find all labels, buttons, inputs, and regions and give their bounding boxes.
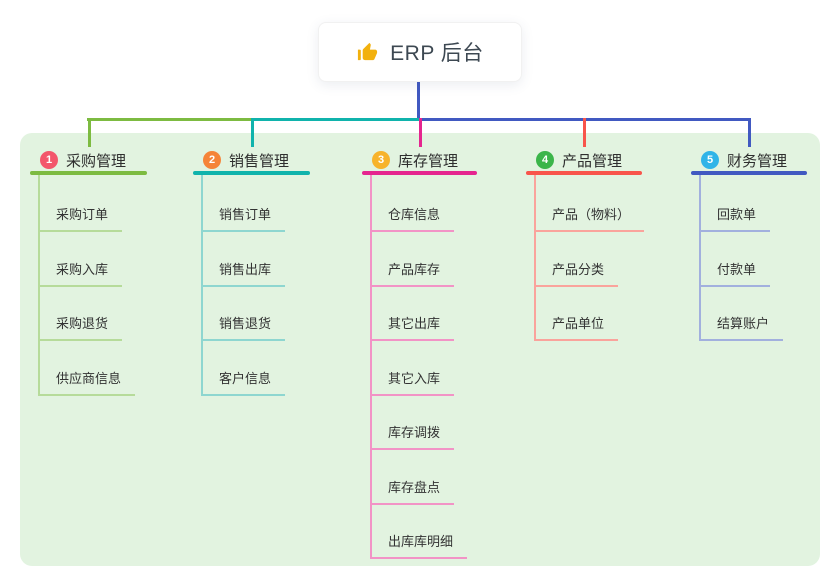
child-node-label: 销售订单 — [219, 207, 272, 222]
child-node-仓库信息[interactable]: 仓库信息 — [370, 202, 455, 232]
branch-drop-line — [87, 118, 91, 147]
branch-drop-line — [250, 118, 254, 147]
branch-title-label: 销售管理 — [229, 152, 290, 170]
branch-title-label: 产品管理 — [562, 152, 623, 170]
child-node-产品（物料）[interactable]: 产品（物料） — [534, 202, 645, 232]
child-node-label: 付款单 — [717, 261, 757, 277]
child-node-库存盘点[interactable]: 库存盘点 — [370, 475, 455, 505]
child-node-销售出库[interactable]: 销售出库 — [201, 257, 286, 287]
child-node-label: 库存盘点 — [388, 479, 441, 495]
branch-underline — [30, 171, 147, 175]
thumbs-up-icon — [358, 42, 378, 60]
child-node-label: 采购入库 — [56, 261, 109, 277]
child-node-其它入库[interactable]: 其它入库 — [370, 366, 455, 396]
branch-drop-line — [582, 118, 586, 147]
connector-bus-segment-mid — [253, 118, 419, 121]
child-node-采购订单[interactable]: 采购订单 — [38, 202, 123, 232]
child-node-销售订单[interactable]: 销售订单 — [201, 202, 286, 232]
child-node-label: 出库库明细 — [388, 534, 454, 549]
branch-underline — [362, 171, 477, 175]
branch-underline — [526, 171, 642, 175]
child-node-label: 结算账户 — [717, 316, 770, 331]
branch-title-label: 库存管理 — [398, 152, 459, 170]
branch-drop-line — [747, 118, 751, 147]
branch-node-采购管理[interactable]: 1 采购管理 — [40, 150, 126, 170]
branch-underline — [691, 171, 807, 175]
branches-panel — [20, 133, 820, 566]
branch-spine-line — [699, 175, 701, 341]
branch-node-销售管理[interactable]: 2 销售管理 — [203, 150, 289, 170]
branch-number-badge: 1 — [40, 151, 58, 169]
root-node[interactable]: ERP 后台 — [318, 22, 522, 82]
child-node-label: 产品单位 — [552, 316, 605, 331]
child-node-label: 其它出库 — [388, 316, 441, 331]
connector-bus-segment-left — [87, 118, 253, 121]
child-node-产品单位[interactable]: 产品单位 — [534, 311, 619, 341]
child-node-label: 采购订单 — [56, 207, 109, 222]
child-node-label: 产品库存 — [388, 261, 441, 277]
root-connector-line — [417, 82, 420, 121]
child-node-label: 供应商信息 — [56, 370, 122, 386]
branch-number-badge: 2 — [203, 151, 221, 169]
branch-number-badge: 5 — [701, 151, 719, 169]
child-node-销售退货[interactable]: 销售退货 — [201, 311, 286, 341]
branch-spine-line — [534, 175, 536, 341]
child-node-label: 仓库信息 — [388, 207, 441, 222]
child-node-出库库明细[interactable]: 出库库明细 — [370, 529, 468, 559]
branch-underline — [193, 171, 310, 175]
branch-node-产品管理[interactable]: 4 产品管理 — [536, 150, 622, 170]
child-node-label: 其它入库 — [388, 370, 441, 386]
child-node-label: 产品（物料） — [552, 207, 631, 222]
child-node-其它出库[interactable]: 其它出库 — [370, 311, 455, 341]
child-node-产品库存[interactable]: 产品库存 — [370, 257, 455, 287]
branch-number-badge: 4 — [536, 151, 554, 169]
child-node-采购入库[interactable]: 采购入库 — [38, 257, 123, 287]
branch-spine-line — [370, 175, 372, 559]
child-node-label: 销售退货 — [219, 316, 272, 331]
child-node-label: 库存调拨 — [388, 425, 441, 440]
child-node-label: 采购退货 — [56, 316, 109, 331]
branch-title-label: 采购管理 — [66, 152, 127, 170]
child-node-结算账户[interactable]: 结算账户 — [699, 311, 784, 341]
branch-drop-line — [418, 118, 422, 147]
child-node-客户信息[interactable]: 客户信息 — [201, 366, 286, 396]
branch-title-label: 财务管理 — [727, 152, 788, 170]
child-node-付款单[interactable]: 付款单 — [699, 257, 771, 287]
branch-number-badge: 3 — [372, 151, 390, 169]
child-node-label: 销售出库 — [219, 261, 272, 277]
child-node-label: 回款单 — [717, 207, 757, 222]
child-node-产品分类[interactable]: 产品分类 — [534, 257, 619, 287]
child-node-供应商信息[interactable]: 供应商信息 — [38, 366, 136, 396]
child-node-回款单[interactable]: 回款单 — [699, 202, 771, 232]
child-node-label: 客户信息 — [219, 370, 272, 386]
child-node-库存调拨[interactable]: 库存调拨 — [370, 420, 455, 450]
child-node-采购退货[interactable]: 采购退货 — [38, 311, 123, 341]
branch-node-财务管理[interactable]: 5 财务管理 — [701, 150, 787, 170]
branch-node-库存管理[interactable]: 3 库存管理 — [372, 150, 458, 170]
root-node-label: ERP 后台 — [390, 42, 484, 65]
child-node-label: 产品分类 — [552, 261, 605, 277]
